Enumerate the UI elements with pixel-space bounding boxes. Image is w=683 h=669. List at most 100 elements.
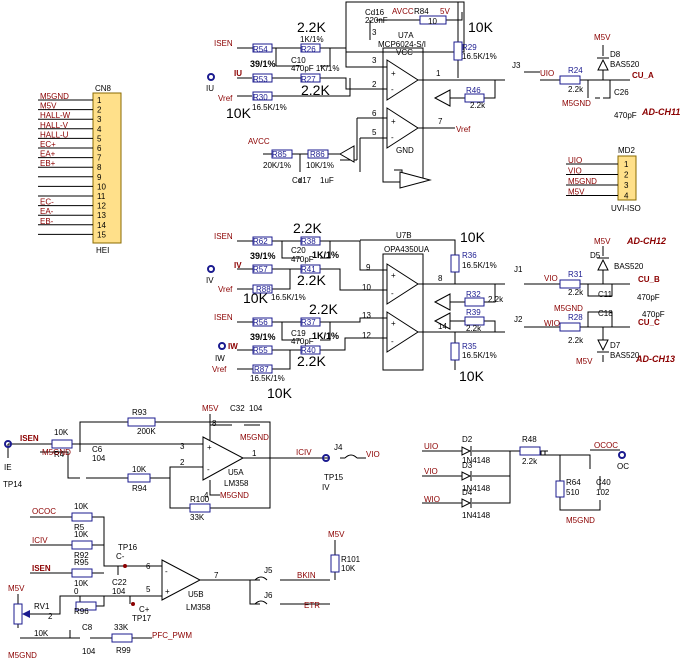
vw-wio: WIO	[544, 319, 560, 328]
cn8-pin-net: HALL-V	[40, 121, 69, 130]
u7a-ref: U7A	[398, 31, 414, 40]
cmp-ococ: OCOC	[32, 507, 56, 516]
or-c40-val: 102	[596, 488, 610, 497]
comparator-u5b: -+ OCOC 10K R5 ICIV 10K R92 ISEN R95 10K…	[8, 502, 361, 660]
u-big-left: 10K	[226, 105, 252, 121]
cn8-pin-number: 9	[97, 173, 102, 182]
cn8-pin-net: EA+	[40, 150, 56, 159]
e-j4: J4	[334, 443, 343, 452]
u-r26-val: 1K/1%	[300, 35, 324, 44]
svg-text:+: +	[391, 117, 396, 126]
cn8-pin-net: EB-	[40, 217, 54, 226]
u-r85: R85	[272, 150, 287, 159]
vw-m5gnd1: M5GND	[554, 304, 583, 313]
u-big-mid: 2.2K	[301, 82, 330, 98]
vw-r32-val: 2.2k	[488, 295, 504, 304]
vw-iv-label: IV	[234, 261, 242, 270]
cn8-pin-number: 12	[97, 202, 106, 211]
cmp-cp: C+	[139, 605, 150, 614]
u-big-r29: 10K	[468, 19, 494, 35]
vw-r87-val: 16.5K/1%	[250, 374, 285, 383]
cn8-pin-net: EA-	[40, 207, 54, 216]
u-r84: R84	[414, 7, 429, 16]
cmp-bkin: BKIN	[297, 571, 316, 580]
e-p3: 3	[180, 442, 185, 451]
cn8-pin-number: 11	[97, 192, 106, 201]
u-vref-out: Vref	[456, 125, 471, 134]
or-block: UIO VIO WIO D2 1N4148 D3 1N4148 D4 1N414…	[422, 435, 629, 525]
u-r54: R54	[253, 45, 268, 54]
vw-j1: J1	[514, 265, 523, 274]
cmp-c22: C22	[112, 578, 127, 587]
e-r93-val: 200K	[137, 427, 156, 436]
u-c26: C26	[614, 88, 629, 97]
cmp-c8-val: 104	[82, 647, 96, 656]
vw-ch13: AD-CH13	[635, 354, 675, 364]
vw-r1k: 1K/1%	[312, 250, 339, 260]
vw-c11-val: 470pF	[637, 293, 660, 302]
cmp-r99-val: 33K	[114, 623, 129, 632]
vw-vio: VIO	[544, 274, 558, 283]
vw-r31-val: 2.2k	[568, 288, 584, 297]
u-5v: 5V	[440, 7, 450, 16]
u7a-gnd: GND	[396, 146, 414, 155]
u-big-top: 2.2K	[297, 19, 326, 35]
vw-vref1: Vref	[218, 285, 233, 294]
u7a-vcc: VCC	[396, 48, 413, 57]
vw-ch12: AD-CH12	[626, 236, 666, 246]
cmp-p6: 6	[146, 562, 151, 571]
cmp-r10k: 10K	[34, 629, 49, 638]
cmp-m5v2: M5V	[328, 530, 345, 539]
cmp-r92: R92	[74, 551, 89, 560]
u-r30-val: 16.5K/1%	[252, 103, 287, 112]
e-tp14: TP14	[3, 480, 23, 489]
cn8-pin-number: 1	[97, 96, 102, 105]
vw-out-b: CU_B	[638, 275, 660, 284]
md2-pin-net: M5GND	[568, 177, 597, 186]
cn8-pin-number: 14	[97, 221, 106, 230]
vw-c11: C11	[598, 290, 613, 299]
or-d4-val: 1N4148	[462, 511, 491, 520]
u-r53: R53	[253, 75, 268, 84]
or-oc: OC	[617, 462, 629, 471]
vw-r88-val: 16.5K/1%	[271, 293, 306, 302]
cn8-pin-number: 4	[97, 125, 102, 134]
e-c6-val: 104	[92, 454, 106, 463]
or-uio: UIO	[424, 442, 438, 451]
vw-r1k2: 1K/1%	[312, 331, 339, 341]
e-m5gnd: M5GND	[42, 448, 71, 457]
e-vio: VIO	[366, 450, 380, 459]
e-p8: 8	[212, 419, 217, 428]
or-d2: D2	[462, 435, 473, 444]
vw-r55: R55	[253, 346, 268, 355]
u-r30: R30	[253, 93, 268, 102]
vw-r40: R40	[301, 346, 316, 355]
or-m5gnd: M5GND	[566, 516, 595, 525]
u-r29-val: 16.5K/1%	[462, 52, 497, 61]
u-c10: C10	[291, 56, 306, 65]
e-isen: ISEN	[20, 434, 39, 443]
vw-big1: 2.2K	[293, 220, 322, 236]
svg-text:+: +	[391, 271, 396, 280]
u-isen: ISEN	[214, 39, 233, 48]
vw-m5v2: M5V	[576, 357, 593, 366]
md2-pin-number: 2	[624, 171, 629, 180]
vw-c20pct: 39/1%	[250, 251, 276, 261]
cn8-pin-net: HALL-U	[40, 130, 69, 139]
vw-r28-val: 2.2k	[568, 336, 584, 345]
u-r27: R27	[301, 75, 316, 84]
e-r94: R94	[132, 484, 147, 493]
svg-text:-: -	[165, 567, 168, 576]
md2-pin-number: 4	[624, 192, 629, 201]
cmp-r92-val: 10K	[74, 530, 89, 539]
u-pin1: 1	[436, 69, 441, 78]
cn8-pin-number: 8	[97, 163, 102, 172]
vw-r36-val: 16.5K/1%	[462, 261, 497, 270]
vw-r31: R31	[568, 270, 583, 279]
amp-e: +- ISEN IE 10K R4 R93 200K C6 104 M5GND …	[3, 404, 380, 522]
vw-d5-val: BAS520	[614, 262, 644, 271]
cn8-pin-net: EB+	[40, 159, 56, 168]
or-ococ: OCOC	[594, 441, 618, 450]
md2-name: UVI-ISO	[611, 204, 641, 213]
cn8-pin-number: 10	[97, 182, 106, 191]
